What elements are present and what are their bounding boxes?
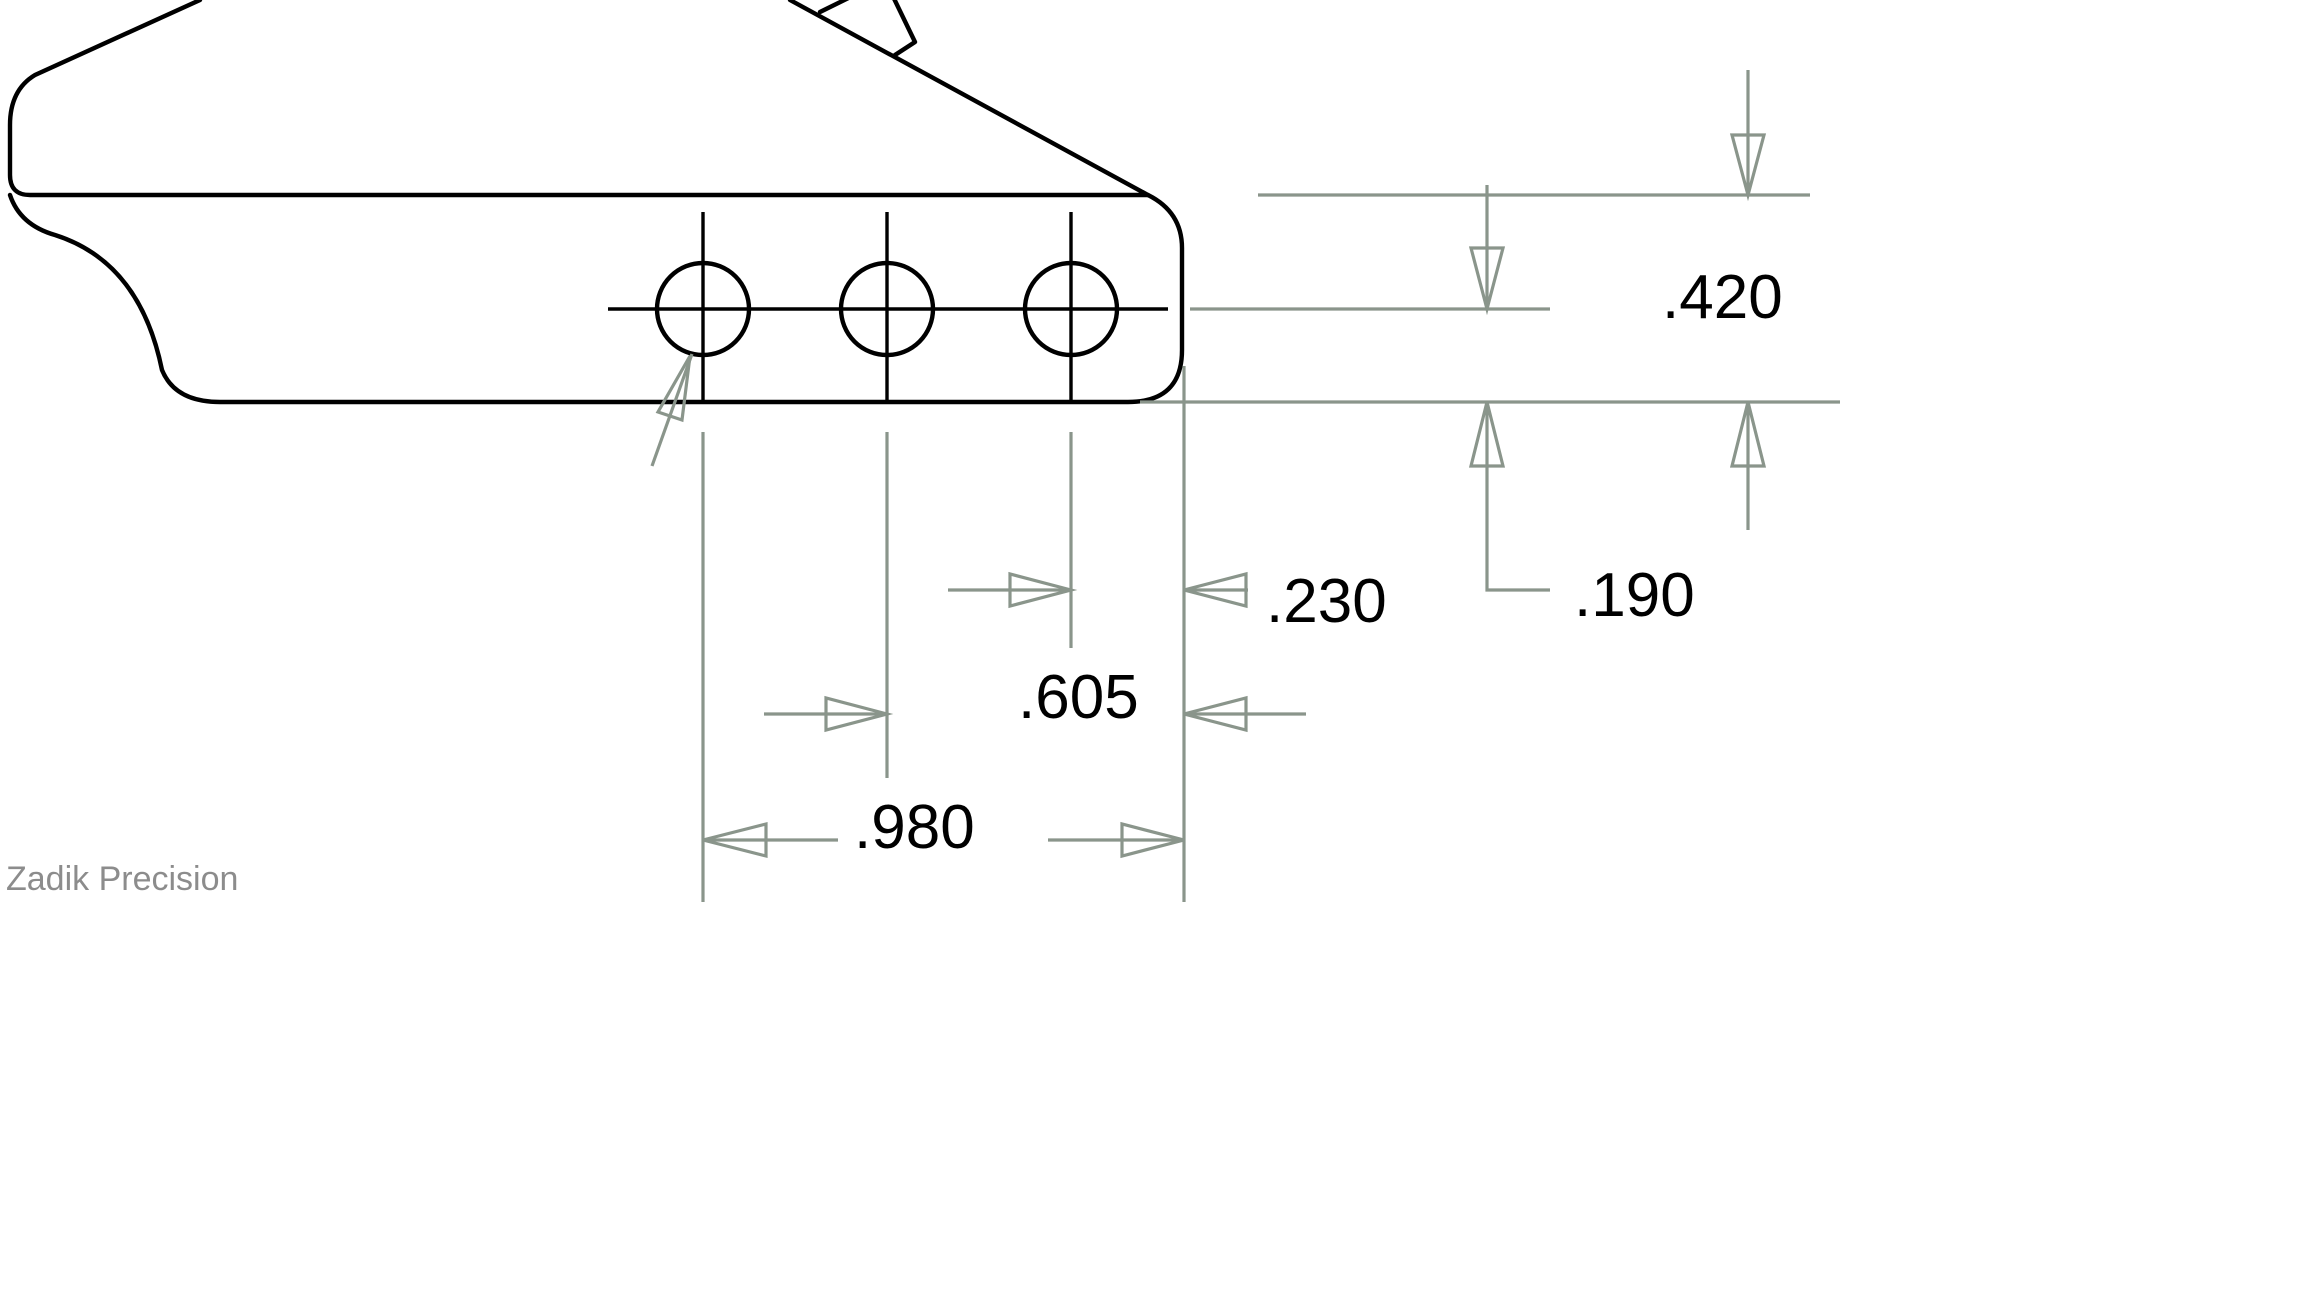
dim-605-left-arrowhead bbox=[824, 695, 894, 733]
dim-190-lower-arrowhead bbox=[1468, 401, 1506, 468]
dim-230-right-arrowhead bbox=[1183, 571, 1248, 609]
part-top-tab bbox=[817, 0, 918, 58]
dim-420-upper-arrowhead bbox=[1729, 133, 1767, 202]
part-upper-profile bbox=[7, 0, 1151, 198]
dim-980-label: .980 bbox=[854, 793, 975, 862]
dim-230-label: .230 bbox=[1266, 567, 1387, 636]
vertical-dimensions: .420 .190 bbox=[1140, 70, 1840, 630]
dim-190-lower-leader bbox=[1485, 402, 1550, 592]
part-lower-flange bbox=[7, 192, 1185, 405]
dim-190-label: .190 bbox=[1574, 561, 1695, 630]
hole-leader-arrowhead bbox=[655, 355, 692, 423]
part-outline bbox=[7, 0, 1185, 405]
hole-leader-line bbox=[650, 353, 694, 467]
dim-605-label: .605 bbox=[1018, 663, 1139, 732]
dim-980-right-arrowhead bbox=[1120, 821, 1185, 859]
dim-190-upper-arrowhead bbox=[1468, 246, 1506, 316]
hole-leader bbox=[650, 353, 694, 467]
holes bbox=[608, 212, 1168, 402]
horizontal-dimensions: .230 .605 .980 bbox=[701, 366, 1387, 902]
watermark-text: Zadik Precision bbox=[6, 860, 238, 898]
dim-980-left-arrowhead bbox=[702, 821, 768, 859]
dim-605-right-arrowhead bbox=[1183, 695, 1248, 733]
dim-420-lower-arrowhead bbox=[1729, 401, 1767, 468]
dim-230-left-arrowhead bbox=[1008, 571, 1078, 609]
dim-420-label: .420 bbox=[1662, 263, 1783, 332]
